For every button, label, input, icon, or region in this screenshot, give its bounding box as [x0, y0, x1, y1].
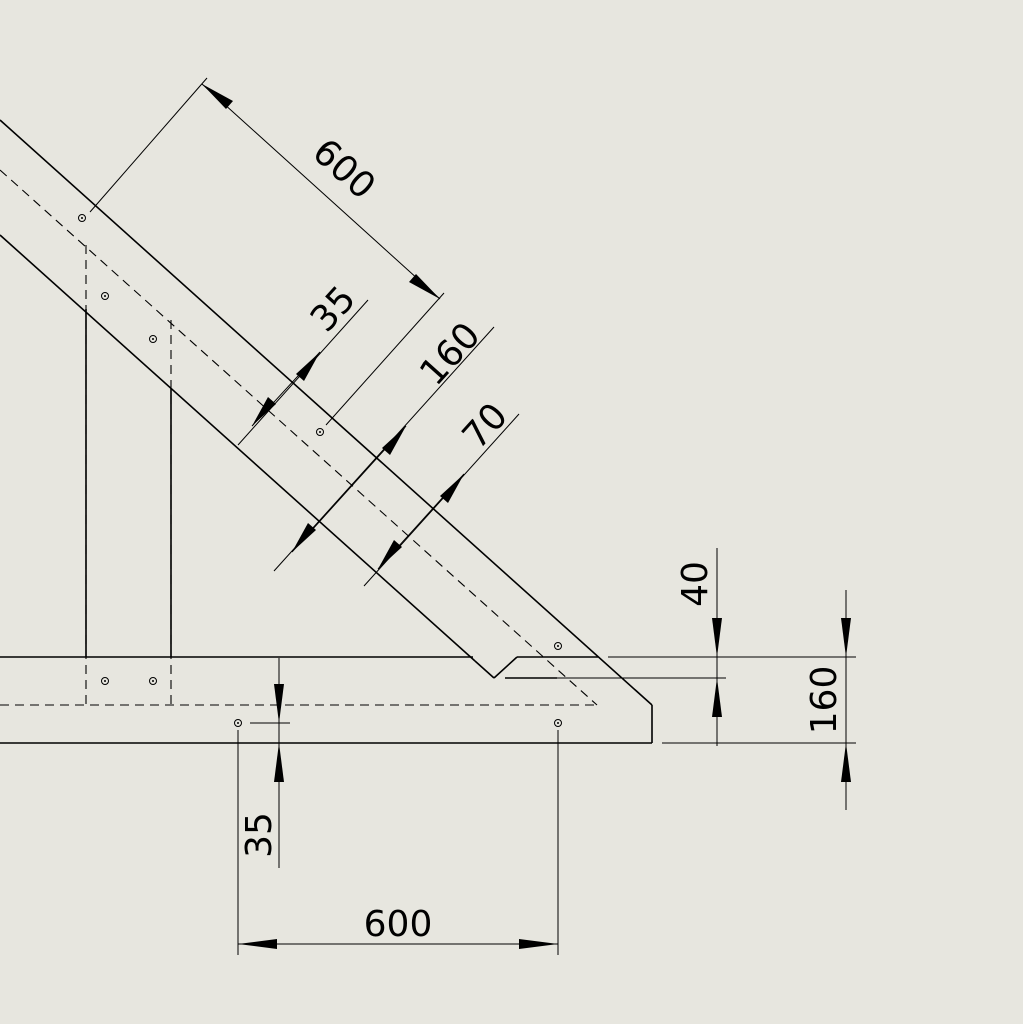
- hole-marker: [554, 719, 562, 727]
- diagonal-bottom-edge: [0, 234, 476, 662]
- hole-marker: [78, 214, 86, 222]
- dimension-label-40: 40: [675, 561, 716, 607]
- diagonal-hidden-line: [0, 169, 598, 706]
- bolt-holes: [78, 214, 562, 727]
- extension-line: [89, 77, 208, 213]
- hole-marker: [149, 677, 157, 685]
- diagonal-notch-left: [474, 660, 495, 679]
- hole-marker: [554, 642, 562, 650]
- dimension-label-600-bottom: 600: [364, 904, 433, 945]
- hole-marker: [316, 428, 324, 436]
- dimension-label-35-diagonal: 35: [303, 279, 364, 340]
- hole-marker: [234, 719, 242, 727]
- dimension-diagonal-70: 70: [363, 396, 520, 587]
- dimension-diagonal-length: 600: [89, 77, 445, 426]
- diagonal-top-edge: [0, 119, 653, 706]
- hole-marker: [149, 335, 157, 343]
- dimension-vertical-40: 40: [557, 548, 726, 746]
- dimension-line: [201, 83, 441, 300]
- dimension-bottom-600: 600: [237, 730, 559, 955]
- arrowhead: [841, 618, 851, 657]
- dimension-label-35-bottom: 35: [239, 812, 280, 858]
- arrowhead: [274, 684, 284, 723]
- hole-marker: [101, 292, 109, 300]
- arrowhead: [841, 743, 851, 782]
- dimension-label-600-diagonal: 600: [304, 131, 383, 207]
- arrowhead: [382, 426, 406, 455]
- extension-line: [325, 292, 445, 426]
- diagonal-notch-right: [493, 656, 518, 679]
- dimension-vertical-160: 160: [662, 590, 856, 810]
- arrowhead: [238, 939, 277, 949]
- arrowhead: [712, 618, 722, 657]
- vertical-members: [85, 245, 172, 705]
- arrowhead: [440, 474, 464, 503]
- arrowhead: [519, 939, 558, 949]
- dimension-diagonal-35: 35: [237, 279, 369, 446]
- arrowhead: [712, 678, 722, 717]
- dimension-bottom-35: 35: [239, 658, 290, 868]
- arrowhead: [296, 352, 320, 381]
- base-beam: [0, 656, 653, 744]
- arrowhead: [378, 540, 402, 569]
- diagonal-member: [0, 119, 653, 706]
- arrowhead: [409, 274, 440, 299]
- hole-marker: [101, 677, 109, 685]
- arrowhead: [202, 84, 233, 109]
- arrowhead: [252, 397, 276, 426]
- dimension-label-160-vertical: 160: [804, 666, 845, 735]
- arrowhead: [292, 523, 316, 552]
- dimension-label-70-diagonal: 70: [455, 396, 516, 457]
- dimension-label-160-diagonal: 160: [412, 315, 488, 394]
- arrowhead: [274, 743, 284, 782]
